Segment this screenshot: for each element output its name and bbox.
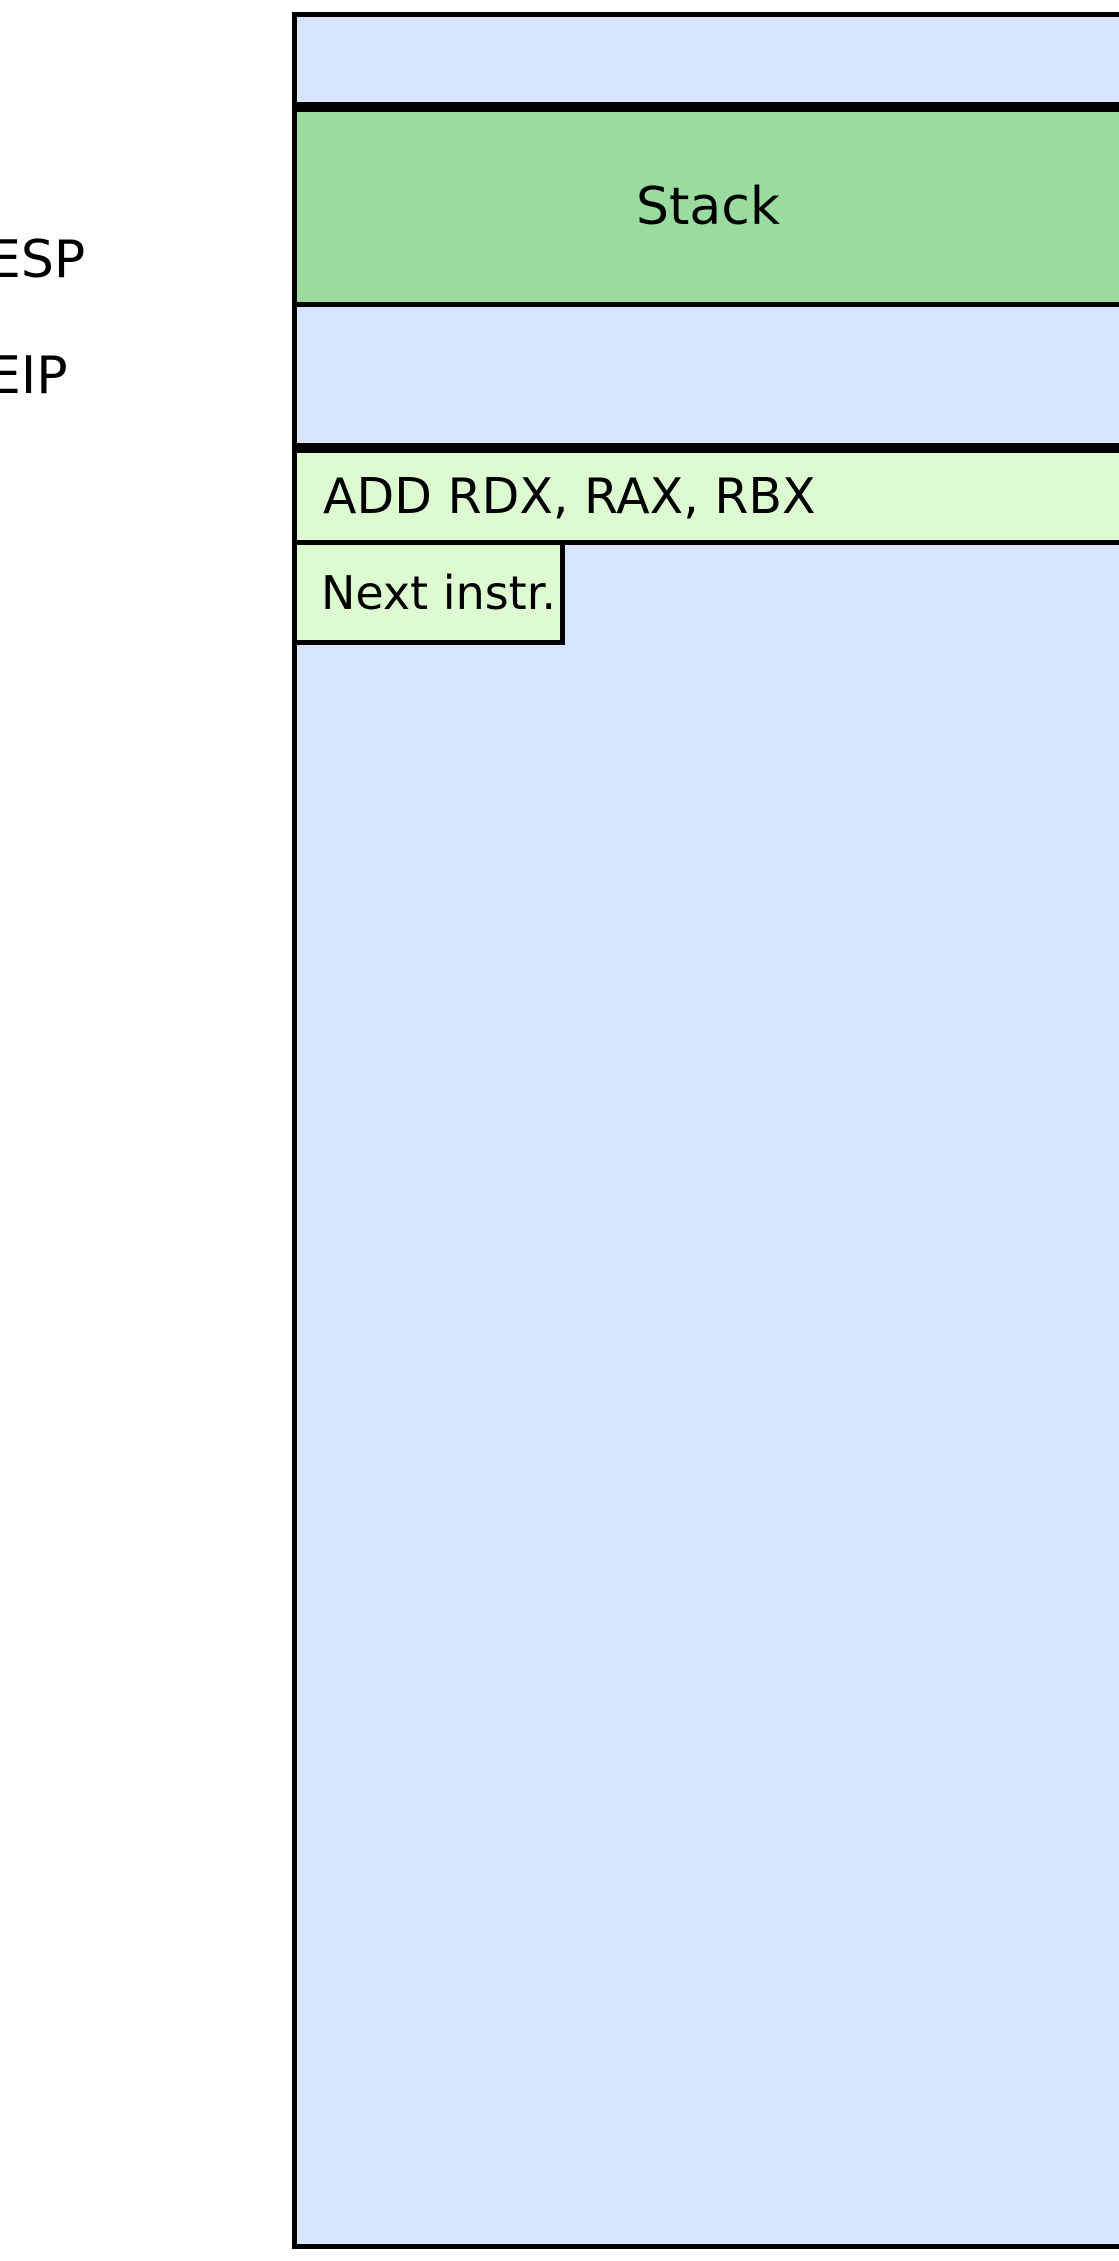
memory-region-stack: Stack bbox=[297, 107, 1119, 307]
memory-diagram: Stack ADD RDX, RAX, RBX Next instr. bbox=[292, 12, 1119, 2249]
register-label-eip: EIP bbox=[0, 346, 68, 406]
memory-region-current-instruction: ADD RDX, RAX, RBX bbox=[297, 448, 1119, 545]
memory-region-free-top bbox=[297, 17, 1119, 107]
register-label-esp: ESP bbox=[0, 230, 86, 290]
register-label-column: ESP EIP bbox=[0, 0, 292, 2261]
memory-region-free-middle bbox=[297, 307, 1119, 448]
memory-region-free-bottom bbox=[297, 645, 1119, 2244]
memory-region-next-instruction: Next instr. bbox=[297, 545, 565, 645]
